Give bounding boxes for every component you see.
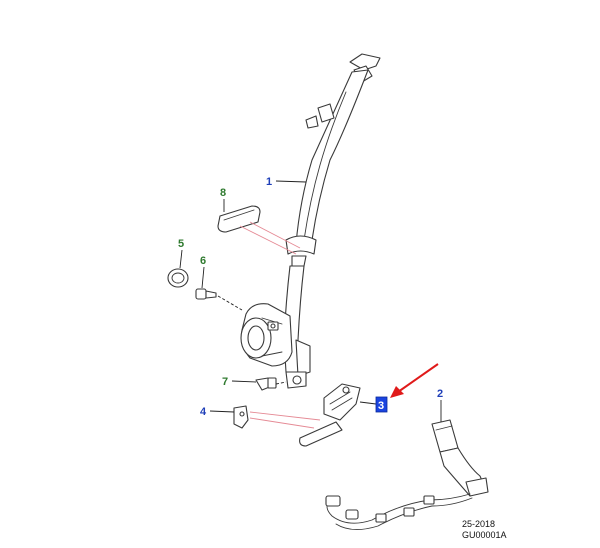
callout-4-label: 4 bbox=[200, 406, 207, 418]
callout-8-label: 8 bbox=[220, 187, 226, 199]
callout-6[interactable]: 6 bbox=[200, 255, 206, 289]
part-6-bolt bbox=[195, 288, 217, 300]
reference-code: 25-2018 GU00001A bbox=[462, 519, 507, 540]
callout-5-label: 5 bbox=[178, 238, 184, 250]
callout-6-label: 6 bbox=[200, 255, 206, 267]
callout-7-label: 7 bbox=[222, 376, 228, 388]
part-retractor bbox=[240, 303, 293, 367]
callout-1-label: 1 bbox=[266, 176, 272, 188]
callout-5[interactable]: 5 bbox=[178, 238, 184, 269]
part-4-clip bbox=[233, 405, 249, 429]
part-2-buckle bbox=[431, 419, 489, 497]
part-7-bolt bbox=[255, 377, 277, 391]
callout-1[interactable]: 1 bbox=[266, 176, 307, 188]
part-2-wiring-harness bbox=[325, 493, 473, 530]
part-8-trim-cover bbox=[217, 205, 261, 233]
callout-3-label: 3 bbox=[378, 400, 384, 412]
reference-line-2: GU00001A bbox=[462, 530, 507, 540]
part-5-cap bbox=[167, 268, 189, 288]
part-seat-belt-assembly bbox=[283, 53, 381, 389]
callout-7[interactable]: 7 bbox=[222, 376, 257, 388]
part-3-anchor bbox=[299, 383, 361, 447]
callout-2-label: 2 bbox=[437, 388, 443, 400]
callout-3[interactable]: 3 bbox=[359, 396, 388, 413]
callout-2[interactable]: 2 bbox=[437, 388, 443, 422]
red-pointer-arrow bbox=[390, 363, 439, 398]
callout-8[interactable]: 8 bbox=[220, 187, 226, 212]
callout-3-highlight bbox=[375, 396, 388, 413]
reference-line-1: 25-2018 bbox=[462, 519, 495, 529]
callout-4[interactable]: 4 bbox=[200, 406, 235, 418]
